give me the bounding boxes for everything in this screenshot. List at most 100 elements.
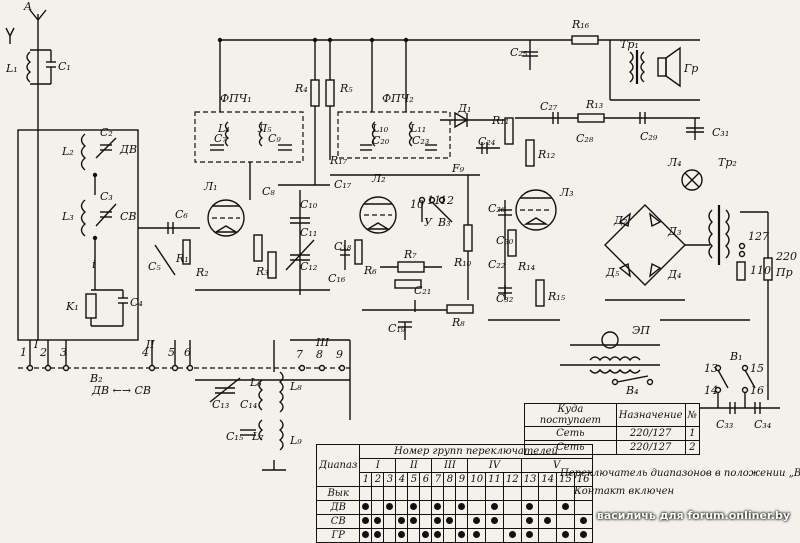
label-c10: C₁₀ bbox=[300, 198, 318, 211]
switch-row: СВ bbox=[315, 514, 593, 529]
switch-number: 3 bbox=[383, 472, 397, 487]
label-fpch2: ФПЧ₂ bbox=[382, 92, 414, 105]
switch-cell bbox=[467, 486, 487, 501]
switch-cell bbox=[395, 514, 409, 529]
label-n11: 11 bbox=[427, 194, 441, 207]
switch-row-label: ДВ bbox=[315, 500, 361, 515]
switch-cell bbox=[485, 486, 504, 501]
label-r13: R₁₃ bbox=[585, 98, 603, 111]
switch-group: III bbox=[431, 458, 469, 473]
switch-cell bbox=[502, 528, 522, 543]
label-c25: C₂₅ bbox=[510, 46, 528, 59]
switch-cell bbox=[443, 500, 457, 515]
label-n9: 9 bbox=[336, 348, 343, 361]
label-d2: Д₂ bbox=[613, 214, 627, 227]
contact-dot bbox=[362, 503, 370, 510]
antenna-symbol bbox=[5, 9, 47, 48]
switch-cell bbox=[395, 486, 409, 501]
switch-table-corner: Диапаз bbox=[315, 444, 361, 487]
switch-row: ДВ bbox=[315, 500, 593, 515]
switch-cell bbox=[443, 528, 457, 543]
switch-cell bbox=[455, 528, 469, 543]
switch-cell bbox=[371, 514, 385, 529]
label-r11: R₁₁ bbox=[491, 114, 509, 127]
label-v4: В₄ bbox=[625, 384, 639, 397]
label-c3: C₃ bbox=[100, 190, 113, 203]
label-l10: L₁₀ bbox=[371, 122, 389, 135]
label-c29: C₂₉ bbox=[640, 130, 658, 143]
switch-row-label: ГР bbox=[315, 528, 361, 543]
label-r15: R₁₅ bbox=[547, 290, 566, 303]
contact-dot bbox=[410, 503, 418, 510]
detector-stage bbox=[418, 111, 514, 300]
label-dv-sv: ДВ ←→ СВ bbox=[91, 384, 151, 397]
label-sw-i: I bbox=[33, 338, 39, 351]
switch-v2-contacts bbox=[18, 340, 350, 372]
contact-dot bbox=[422, 531, 430, 538]
switch-cell bbox=[538, 486, 558, 501]
contact-dot bbox=[490, 503, 498, 510]
label-c5: C₅ bbox=[148, 260, 161, 273]
label-n7: 7 bbox=[296, 348, 303, 361]
switch-cell bbox=[538, 514, 558, 529]
label-l9: L₉ bbox=[289, 434, 302, 447]
label-n4: 4 bbox=[141, 346, 149, 359]
label-l6: L₆ bbox=[249, 376, 262, 389]
label-l3: L₃ bbox=[61, 210, 74, 223]
mixer-stage bbox=[138, 37, 560, 295]
switch-cell bbox=[395, 528, 409, 543]
label-c19: C₁₉ bbox=[388, 322, 406, 335]
contact-dot bbox=[458, 503, 466, 510]
switch-cell bbox=[502, 486, 522, 501]
switch-cell bbox=[538, 528, 558, 543]
contact-dot bbox=[544, 517, 552, 524]
label-n6: 6 bbox=[184, 346, 191, 359]
label-l2: L₂ bbox=[61, 145, 74, 158]
switch-cell bbox=[419, 514, 433, 529]
label-c16: C₁₆ bbox=[328, 272, 346, 285]
label-r1: R₁ bbox=[175, 252, 189, 265]
contact-dot bbox=[490, 517, 498, 524]
switch-cell bbox=[556, 528, 575, 543]
label-n5: 5 bbox=[168, 346, 175, 359]
label-dv: ДВ bbox=[119, 143, 137, 156]
switch-cell bbox=[359, 500, 373, 515]
contact-dot bbox=[526, 503, 534, 510]
band-coils bbox=[17, 129, 139, 341]
label-v2: В₂ bbox=[89, 372, 103, 385]
label-n16: 16 bbox=[750, 384, 764, 397]
label-c11: C₁₁ bbox=[300, 226, 317, 239]
switch-cell bbox=[520, 514, 540, 529]
switch-number: 7 bbox=[431, 472, 445, 487]
label-r17: R₁₇ bbox=[329, 154, 348, 167]
label-n8: 8 bbox=[316, 348, 323, 361]
switch-cell bbox=[383, 500, 397, 515]
switch-cell bbox=[371, 500, 385, 515]
label-l4-lamp: Л₄ bbox=[667, 156, 682, 169]
switch-number: 12 bbox=[502, 472, 522, 487]
switch-number: 14 bbox=[538, 472, 558, 487]
switch-cell bbox=[407, 528, 421, 543]
switch-number: 11 bbox=[485, 472, 504, 487]
contact-dot bbox=[561, 503, 569, 510]
contact-dot bbox=[526, 531, 534, 538]
switch-cell bbox=[431, 514, 445, 529]
switch-cell bbox=[419, 528, 433, 543]
switch-cell bbox=[371, 486, 385, 501]
switch-number: 10 bbox=[467, 472, 487, 487]
if-stage bbox=[330, 37, 480, 340]
label-l4: L₄ bbox=[217, 122, 230, 135]
supply-header-dest: Куда поступает bbox=[524, 403, 617, 427]
switch-number: 5 bbox=[407, 472, 421, 487]
switch-cell bbox=[359, 486, 373, 501]
tuning-indicator bbox=[560, 319, 750, 386]
switch-cell bbox=[371, 528, 385, 543]
label-c9: C₉ bbox=[268, 132, 281, 145]
contact-dot bbox=[446, 517, 454, 524]
label-r7: R₇ bbox=[403, 248, 417, 261]
switch-cell bbox=[455, 500, 469, 515]
switch-cell bbox=[431, 500, 445, 515]
switch-cell bbox=[383, 486, 397, 501]
